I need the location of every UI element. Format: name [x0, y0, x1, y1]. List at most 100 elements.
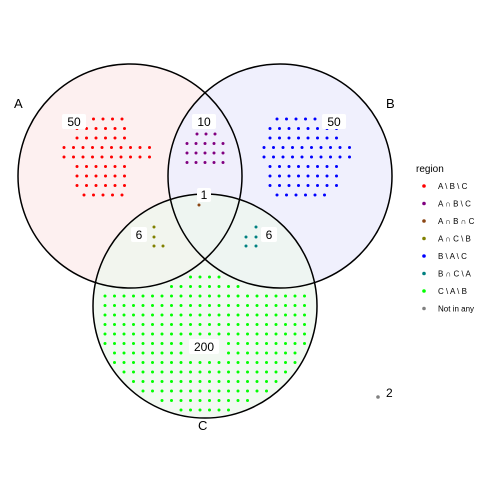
dot-b-only [285, 193, 288, 197]
dot-c-only [198, 285, 202, 288]
dot-c-only [236, 351, 240, 355]
dot-c-only [293, 313, 297, 317]
dot-c-only [179, 361, 183, 364]
dot-c-only [179, 380, 183, 383]
dot-abc [197, 203, 201, 207]
dot-c-only [274, 332, 278, 336]
dot-b-only [306, 174, 310, 178]
dot-c-only [179, 285, 183, 288]
dot-c-only [151, 361, 154, 364]
dot-c-only [160, 304, 164, 307]
dot-c-only [122, 370, 126, 374]
dot-c-only [303, 294, 306, 298]
dot-c-only [132, 370, 135, 374]
dot-c-only [170, 313, 173, 317]
count-b-only: 50 [322, 114, 346, 129]
dot-c-only [170, 361, 173, 364]
legend-label-b_only: B \ A \ C [438, 252, 467, 261]
dot-a-only [104, 136, 107, 140]
dot-b-only [268, 136, 272, 140]
dot-c-only [189, 323, 192, 326]
dot-b-only [297, 165, 300, 168]
dot-c-only [274, 304, 278, 307]
dot-c-only [208, 275, 211, 279]
dot-c-only [246, 399, 249, 402]
dot-c-only [236, 332, 240, 336]
dot-a-only [92, 193, 95, 197]
dot-c-only [151, 389, 154, 393]
dot-a-only [94, 174, 98, 178]
dot-c-only [255, 332, 259, 336]
dot-a-only [75, 174, 79, 178]
dot-b-only [335, 184, 338, 187]
dot-c-only [208, 323, 211, 326]
dot-c-only [160, 370, 164, 374]
dot-a-only [85, 136, 88, 140]
dot-c-only [179, 342, 183, 345]
dot-c-only [274, 370, 278, 374]
dot-c-only [160, 351, 164, 355]
dot-c-only [208, 332, 211, 336]
dot-b-only [294, 117, 298, 121]
dot-c-only [160, 342, 164, 345]
dot-c-only [208, 370, 211, 374]
dot-c-only [208, 294, 211, 298]
dot-a-only [82, 193, 86, 197]
dot-c-only [236, 313, 240, 317]
dot-c-only [217, 332, 221, 336]
dot-a-only [113, 174, 117, 178]
svg-text:1: 1 [201, 188, 208, 202]
dot-c-only [122, 342, 126, 345]
dot-c-only [189, 408, 192, 412]
dot-c-only [217, 294, 221, 298]
dot-a-only [104, 127, 107, 130]
dot-a-only [91, 155, 94, 159]
dot-b-only [262, 155, 266, 159]
dot-a-only [123, 174, 126, 178]
dot-b-only [329, 155, 332, 159]
dot-c-only [198, 361, 202, 364]
dot-c-only [255, 361, 259, 364]
dot-b-only [294, 193, 298, 197]
dot-c-only [217, 323, 221, 326]
dot-c-only [170, 380, 173, 383]
dot-c-only [113, 304, 116, 307]
dot-c-only [284, 351, 287, 355]
dot-c-only [170, 304, 173, 307]
dot-c-only [122, 323, 126, 326]
dot-c-only [198, 304, 202, 307]
dot-c-only [170, 389, 173, 393]
dot-c-only [198, 275, 202, 279]
dot-c-only [122, 351, 126, 355]
dot-b-only [287, 136, 291, 140]
dot-c-only [122, 361, 126, 364]
dot-b-only [304, 117, 307, 121]
dot-b-only [291, 146, 294, 149]
dot-c-only [274, 323, 278, 326]
dot-a-only [123, 136, 126, 140]
dot-c-only [141, 351, 145, 355]
dot-b-only [285, 117, 288, 121]
dot-c-only [284, 323, 287, 326]
dot-c-only [208, 304, 211, 307]
dot-c-only [103, 332, 107, 336]
dot-a-only [104, 184, 107, 187]
dot-a-only [100, 146, 104, 149]
dot-c-only [170, 332, 173, 336]
svg-text:50: 50 [327, 115, 341, 129]
dot-c-only [141, 380, 145, 383]
dot-c-only [160, 399, 164, 402]
dot-c-only [170, 399, 173, 402]
dot-c-only [265, 332, 268, 336]
dot-c-only [198, 380, 202, 383]
dot-c-only [113, 313, 116, 317]
dot-c-only [189, 380, 192, 383]
set-b-label: B [386, 96, 395, 111]
dot-b-only [306, 127, 310, 130]
dot-b-only [313, 193, 317, 197]
dot-c-only [113, 361, 116, 364]
dot-b-only [306, 184, 310, 187]
dot-c-only [160, 389, 164, 393]
dot-b-only [278, 184, 281, 187]
